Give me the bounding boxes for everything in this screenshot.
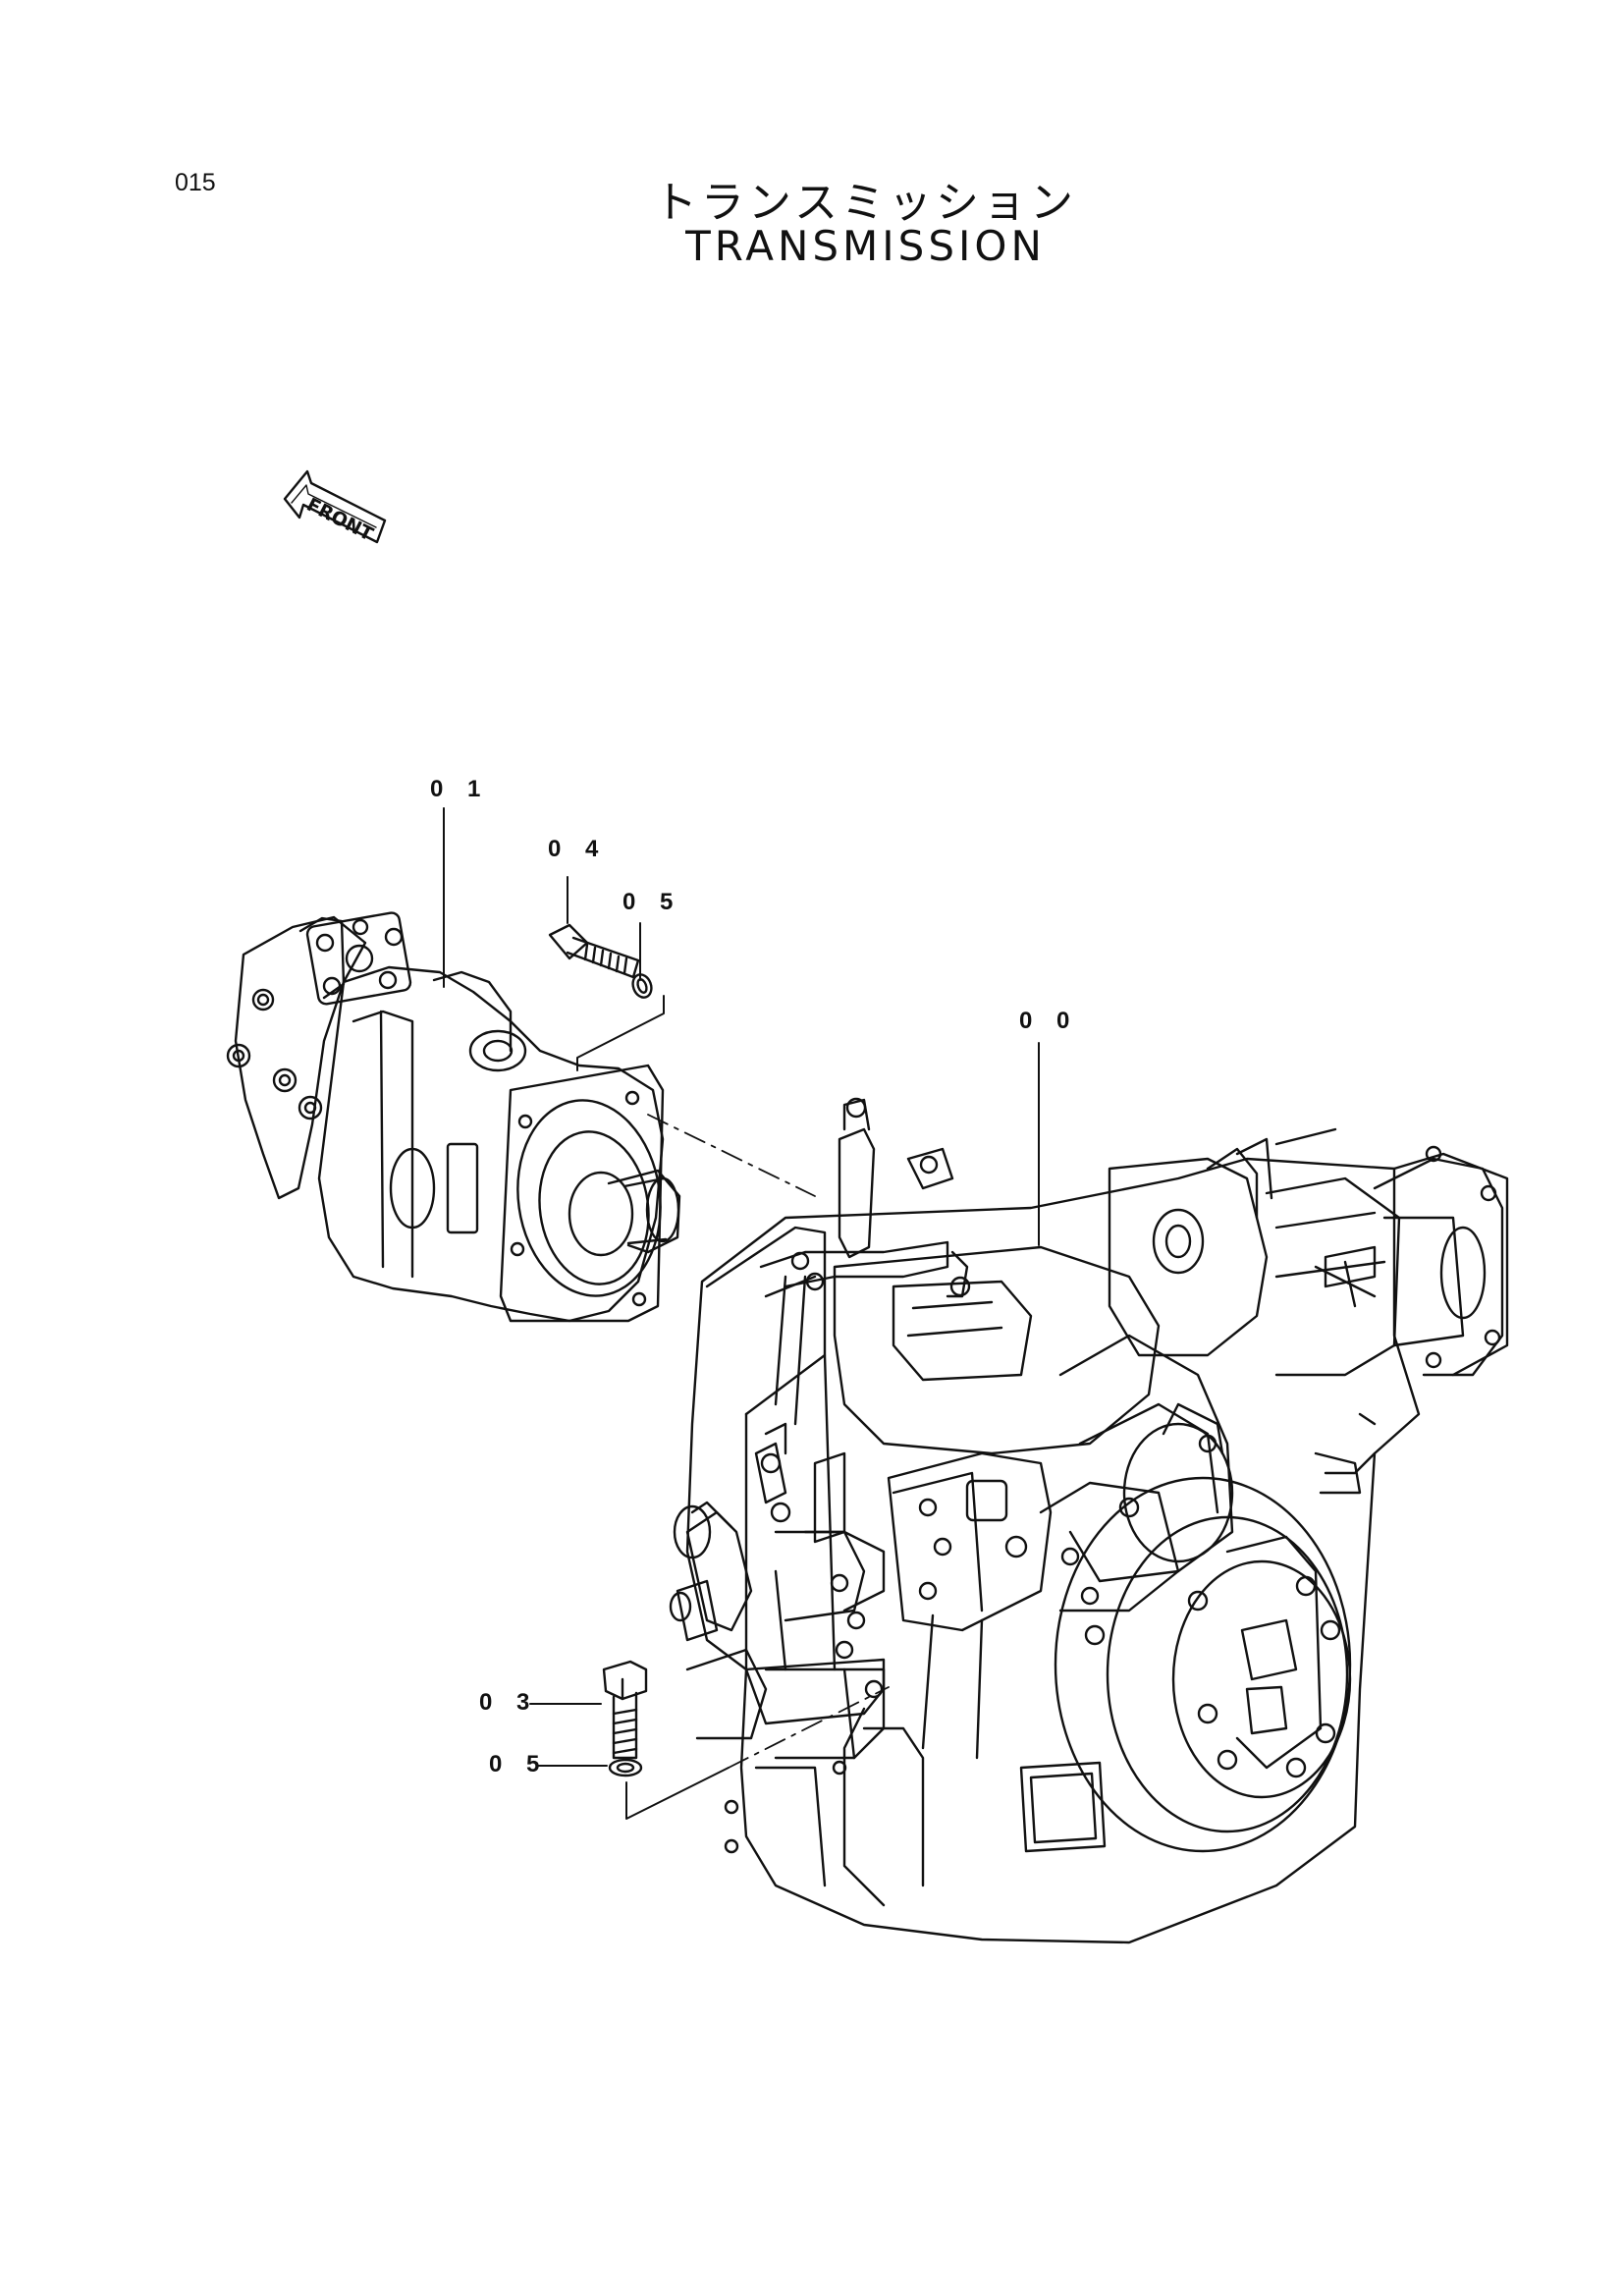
title-english: TRANSMISSION <box>685 222 1046 270</box>
washer-05-upper <box>631 973 653 999</box>
hydraulic-motor <box>226 911 681 1323</box>
title-japanese: トランスミッション <box>653 178 1078 228</box>
washer-05-lower <box>608 1758 643 1777</box>
callout-05-lower: 0 5 <box>489 1751 549 1777</box>
front-arrow-icon: FRONT <box>283 469 387 546</box>
bolt-04 <box>548 923 640 979</box>
callout-00: 0 0 <box>1019 1008 1079 1034</box>
leader-lines <box>443 807 1040 1820</box>
callout-03: 0 3 <box>479 1689 539 1716</box>
callout-05-upper: 0 5 <box>622 889 682 915</box>
transmission-assembly <box>669 1097 1509 1944</box>
callout-04: 0 4 <box>548 836 608 862</box>
front-label: FRONT <box>303 494 377 546</box>
bolt-03 <box>602 1660 648 1760</box>
page-number: 015 <box>175 169 216 196</box>
callout-01: 0 1 <box>430 776 490 802</box>
